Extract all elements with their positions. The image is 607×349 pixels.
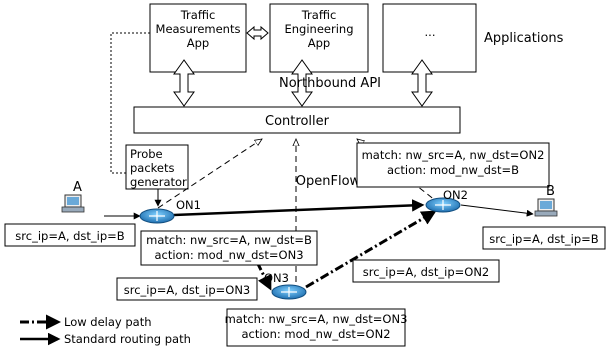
on1-rule-action: action: mod_nw_dst=ON3 [154,248,303,262]
traffic-engineering-app: Traffic Engineering App [269,3,369,73]
switch-on3: ON3 [264,271,307,300]
low-delay-path [255,210,437,291]
on1-label: ON1 [176,198,201,212]
switch-on1: ON1 [139,198,201,224]
probe-link-dotted [110,32,150,174]
standard-routing-path [104,199,534,220]
northbound-arrow-3 [411,59,433,107]
on3-label: ON3 [264,271,289,285]
on3-rule-match: match: nw_src=A, nw_dst=ON3 [225,312,408,326]
app2-label-3: App [308,36,330,50]
computer-icon [61,194,85,213]
switch-on2: ON2 [425,188,468,213]
app1-label-1: Traffic [180,8,216,22]
packet-label-at-b: src_ip=A, dst_ip=B [482,226,606,250]
other-app-label: ... [425,25,436,39]
packet-label-at-b-text: src_ip=A, dst_ip=B [489,232,599,246]
on3-flow-rule: match: nw_src=A, nw_dst=ON3 action: mod_… [225,308,408,347]
northbound-arrow-2 [291,59,313,107]
app2-label-1: Traffic [301,8,337,22]
app1-label-2: Measurements [156,22,241,36]
app2-label-2: Engineering [285,22,354,36]
applications-label: Applications [484,31,564,46]
openflow-label: OpenFlow [296,174,361,189]
packet-label-at-a: src_ip=A, dst_ip=B [4,223,136,247]
packet-label-to-on2: src_ip=A, dst_ip=ON2 [352,259,500,283]
packet-label-to-on2-text: src_ip=A, dst_ip=ON2 [363,265,490,279]
computer-icon [534,198,558,217]
host-a-label: A [73,180,82,195]
packet-label-at-a-text: src_ip=A, dst_ip=B [15,229,125,243]
host-b-label: B [546,184,555,199]
traffic-measurements-app: Traffic Measurements App [149,3,247,73]
on3-rule-action: action: mod_nw_dst=ON2 [241,327,390,341]
app1-label-3: App [187,36,209,50]
packet-label-to-on3-text: src_ip=A, dst_ip=ON3 [124,283,251,297]
probe-label-3: generator [130,175,187,189]
on2-flow-rule: match: nw_src=A, nw_dst=ON2 action: mod_… [356,142,550,188]
legend-standard-label: Standard routing path [64,332,191,346]
host-b: B [534,184,558,217]
on2-rule-match: match: nw_src=A, nw_dst=ON2 [362,148,545,162]
on2-rule-action: action: mod_nw_dst=B [387,163,519,177]
on1-flow-rule: match: nw_src=A, nw_dst=B action: mod_nw… [140,230,318,266]
on1-rule-match: match: nw_src=A, nw_dst=B [146,233,312,247]
probe-label-2: packets [130,161,175,175]
legend: Low delay path Standard routing path [20,314,191,346]
packet-label-to-on3: src_ip=A, dst_ip=ON3 [116,277,258,301]
controller-box: Controller [133,106,461,134]
legend-low-delay-label: Low delay path [64,315,152,329]
controller-label: Controller [265,114,330,129]
host-a: A [61,180,85,213]
probe-generator-box: Probe packets generator [125,144,189,190]
app-exchange-arrow [246,25,269,41]
probe-label-1: Probe [130,147,163,161]
northbound-arrow-1 [173,59,195,107]
northbound-api-label: Northbound API [279,76,381,91]
on2-label: ON2 [443,188,468,202]
other-app: ... [382,3,477,73]
